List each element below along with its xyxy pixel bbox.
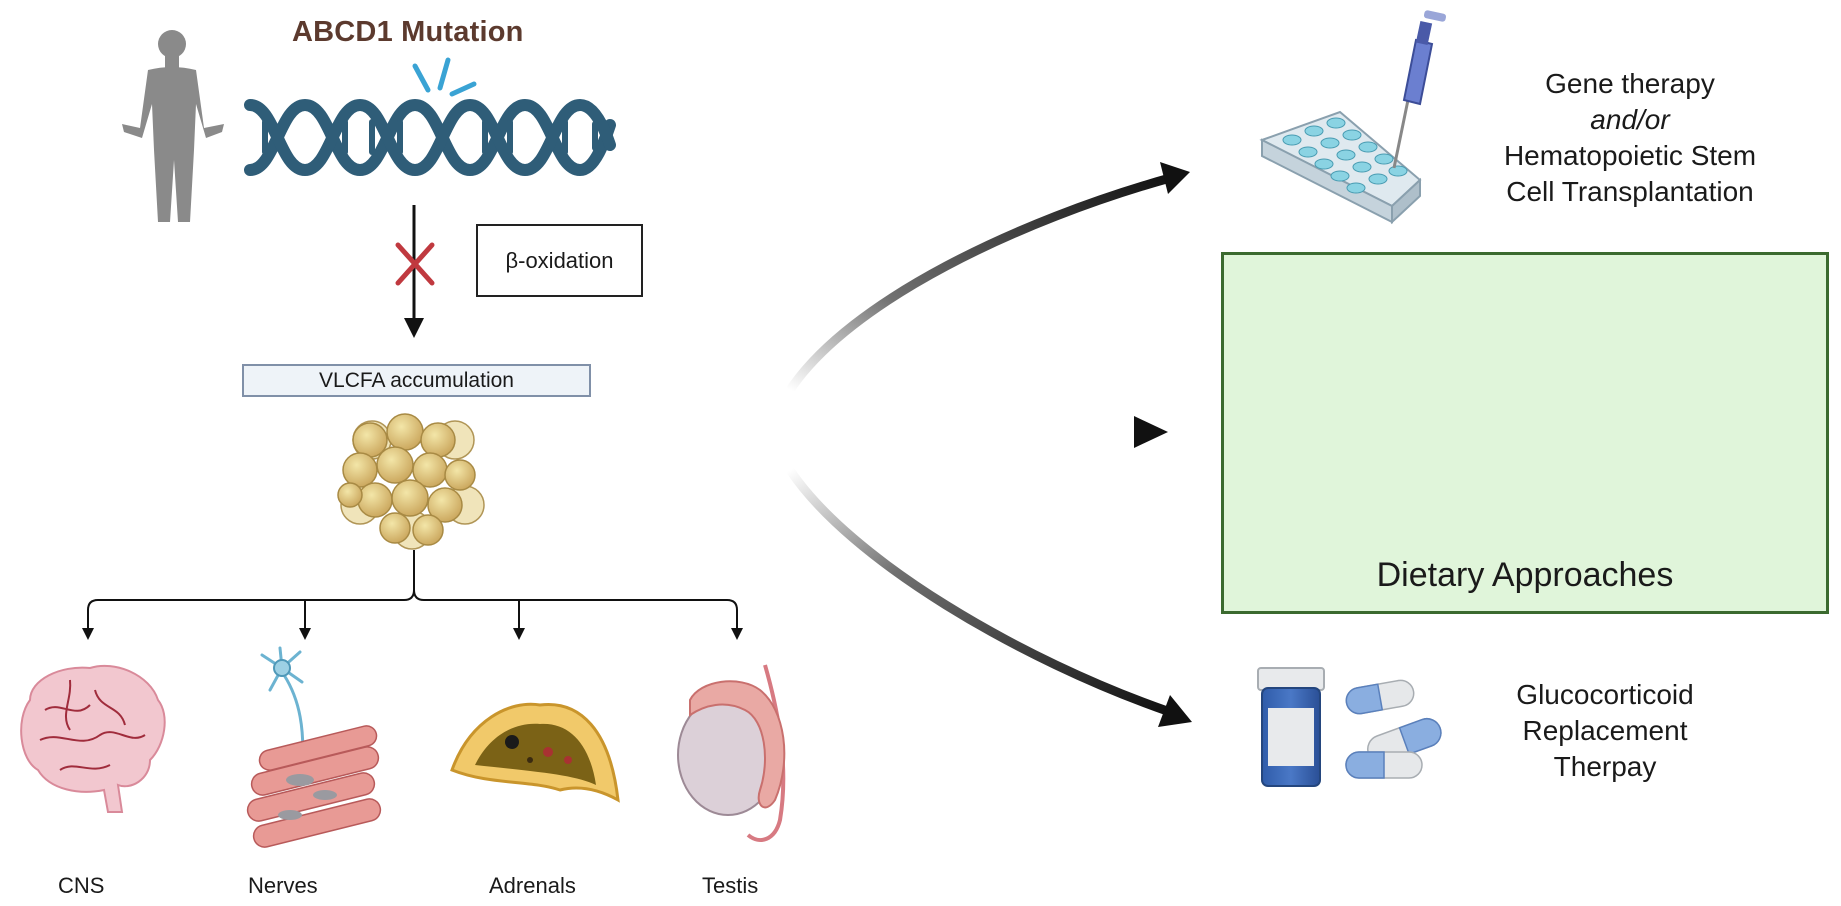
diagram-title: ABCD1 Mutation [292, 16, 524, 48]
gene-therapy-line-3: Hematopoietic Stem [1503, 140, 1757, 171]
organ-label-nerves: Nerves [248, 873, 318, 898]
well-plate-icon [1259, 110, 1422, 225]
nerve-muscle-icon [246, 646, 382, 848]
glucocorticoid-text: Glucocorticoid Replacement Therpay [1450, 677, 1760, 785]
organ-label-adrenals: Adrenals [489, 873, 576, 898]
capsule-icons [1345, 679, 1442, 779]
lipid-cluster-icon [337, 413, 485, 550]
gene-therapy-text: Gene therapy and/or Hematopoietic Stem C… [1470, 66, 1790, 210]
brain-icon [20, 664, 166, 813]
arrow-to-glucocorticoid [786, 467, 1192, 727]
pill-bottle-icon [1257, 667, 1325, 787]
gene-therapy-line-2: and/or [1590, 104, 1670, 135]
adrenal-icon [450, 702, 620, 803]
organ-arrowheads [82, 628, 743, 640]
organ-branch-arrows [87, 550, 738, 630]
human-icon [122, 30, 224, 222]
dietary-approaches-panel: Dietary Approaches [1221, 252, 1829, 614]
gene-therapy-line-4: Cell Transplantation [1506, 176, 1754, 207]
beta-oxidation-label: β-oxidation [505, 247, 614, 273]
vlcfa-accumulation-label: VLCFA accumulation [319, 368, 514, 392]
vlcfa-accumulation-box: VLCFA accumulation [242, 364, 591, 397]
mutation-spark-icon [412, 57, 477, 97]
glucocorticoid-line-3: Therpay [1553, 751, 1657, 782]
gene-therapy-line-1: Gene therapy [1545, 68, 1715, 99]
dna-helix-icon [244, 98, 616, 177]
glucocorticoid-line-1: Glucocorticoid [1516, 679, 1694, 710]
arrow-to-dietary [800, 416, 1168, 448]
testis-icon [677, 664, 786, 842]
glucocorticoid-line-2: Replacement [1522, 715, 1688, 746]
beta-oxidation-box: β-oxidation [476, 224, 643, 297]
blocked-x-icon [395, 242, 435, 286]
organ-label-cns: CNS [58, 873, 105, 898]
pipette-icon [1392, 10, 1447, 169]
arrow-to-gene-therapy [786, 162, 1190, 393]
dietary-approaches-label: Dietary Approaches [1376, 556, 1674, 594]
organ-label-testis: Testis [702, 873, 759, 898]
